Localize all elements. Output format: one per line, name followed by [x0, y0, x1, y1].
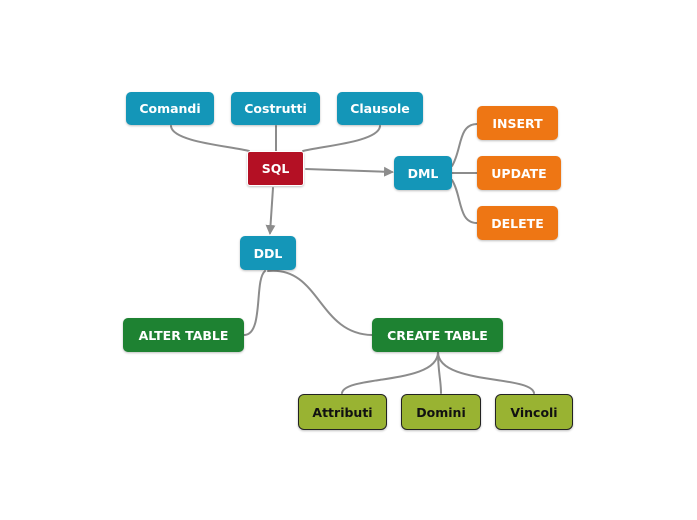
node-vincoli[interactable]: Vincoli — [495, 394, 573, 430]
node-create-table[interactable]: CREATE TABLE — [372, 318, 503, 352]
node-update[interactable]: UPDATE — [477, 156, 561, 190]
node-domini[interactable]: Domini — [401, 394, 481, 430]
node-costrutti[interactable]: Costrutti — [231, 92, 320, 125]
edge-dml-delete — [451, 179, 478, 224]
edge-create-vincoli — [437, 351, 535, 394]
node-clausole[interactable]: Clausole — [337, 92, 423, 125]
edge-ddl-create — [267, 269, 373, 336]
node-comandi[interactable]: Comandi — [126, 92, 214, 125]
node-delete[interactable]: DELETE — [477, 206, 558, 240]
node-alter-table[interactable]: ALTER TABLE — [123, 318, 244, 352]
edge-create-attributi — [341, 351, 439, 394]
node-ddl[interactable]: DDL — [240, 236, 296, 270]
edge-clausole-sql — [302, 125, 381, 152]
edge-comandi-sql — [170, 125, 250, 152]
node-attributi[interactable]: Attributi — [298, 394, 387, 430]
node-insert[interactable]: INSERT — [477, 106, 558, 140]
edge-ddl-alter — [243, 270, 266, 336]
node-dml[interactable]: DML — [394, 156, 452, 190]
edge-sql-ddl — [265, 187, 276, 235]
edge-sql-dml — [305, 166, 394, 177]
edge-dml-insert — [451, 123, 478, 167]
node-sql[interactable]: SQL — [247, 151, 304, 186]
